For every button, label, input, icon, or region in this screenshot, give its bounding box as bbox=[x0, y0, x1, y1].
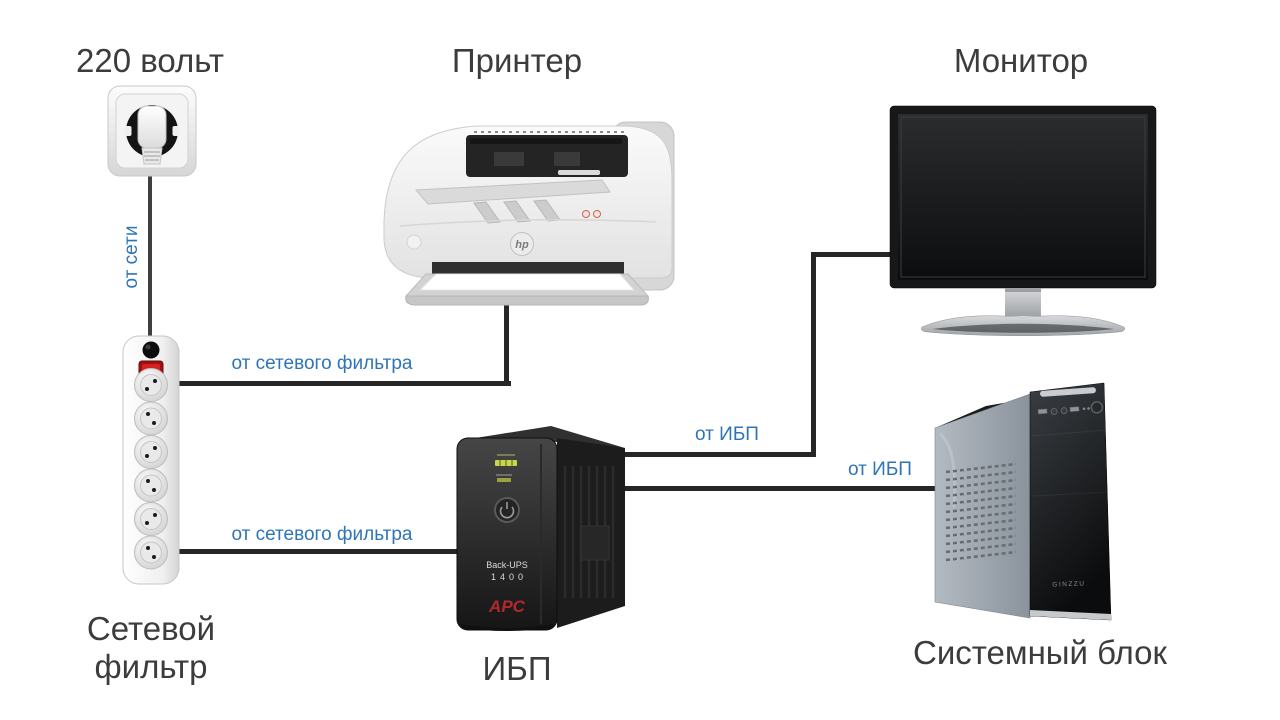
printer-logo-text: hp bbox=[515, 239, 529, 251]
wire-label-ups-to-system: от ИБП bbox=[848, 459, 912, 480]
system-top-slot bbox=[1040, 387, 1096, 397]
wire-label-from-mains: от сети bbox=[121, 225, 142, 289]
system-brand-text: GINZZU bbox=[1052, 580, 1085, 588]
ups-power-rating-text: 1400 bbox=[491, 572, 527, 582]
wire-label-ups-to-monitor: от ИБП bbox=[695, 424, 759, 445]
system-vent-grid bbox=[945, 462, 1017, 562]
label-printer: Принтер bbox=[451, 42, 583, 79]
system-power-button bbox=[1090, 401, 1104, 414]
wire-label-surge-to-printer: от сетевого фильтра bbox=[231, 353, 413, 374]
wall-outlet-illustration bbox=[106, 84, 198, 185]
ups-brand-text: APC bbox=[488, 597, 526, 616]
monitor-screen bbox=[898, 114, 1148, 280]
printer-front-opening bbox=[432, 262, 624, 274]
label-outlet-220v: 220 вольт bbox=[75, 42, 224, 79]
strip-knob bbox=[142, 341, 160, 359]
system-unit-illustration: GINZZU bbox=[926, 376, 1124, 639]
wire-label-surge-to-ups: от сетевого фильтра bbox=[231, 524, 413, 545]
plug-body bbox=[137, 105, 167, 149]
wire-to-monitor-stub bbox=[811, 252, 893, 257]
label-system-unit: Системный блок bbox=[913, 634, 1167, 671]
strip-sockets bbox=[134, 368, 168, 570]
printer-hp-logo bbox=[510, 232, 534, 256]
wire-strip-to-ups bbox=[168, 549, 462, 554]
monitor-illustration bbox=[888, 103, 1160, 342]
wire-strip-to-printer-vertical bbox=[504, 300, 509, 386]
printer-paper bbox=[418, 273, 636, 291]
system-front-ports bbox=[1037, 401, 1104, 415]
ups-power-button bbox=[494, 497, 520, 523]
ups-model-text: Back-UPS bbox=[486, 560, 528, 570]
label-monitor: Монитор bbox=[953, 42, 1089, 79]
label-ups: ИБП bbox=[482, 650, 552, 687]
wire-ups-to-monitor-vertical bbox=[811, 254, 816, 457]
printer-output-tray bbox=[414, 179, 611, 205]
monitor-neck bbox=[1005, 288, 1041, 316]
printer-top-slot bbox=[466, 135, 628, 177]
wire-outlet-to-strip bbox=[148, 162, 152, 338]
wire-ups-to-system bbox=[623, 486, 939, 491]
system-side-panel bbox=[934, 393, 1031, 619]
label-surge-protector: Сетевой фильтр bbox=[86, 610, 216, 685]
power-strip-illustration bbox=[120, 332, 184, 595]
wire-strip-to-printer-horizontal bbox=[167, 381, 511, 386]
printer-illustration: hp bbox=[374, 90, 686, 341]
ups-illustration: Back-UPS 1400 APC bbox=[453, 418, 635, 641]
wire-ups-to-monitor-horizontal bbox=[620, 452, 816, 457]
